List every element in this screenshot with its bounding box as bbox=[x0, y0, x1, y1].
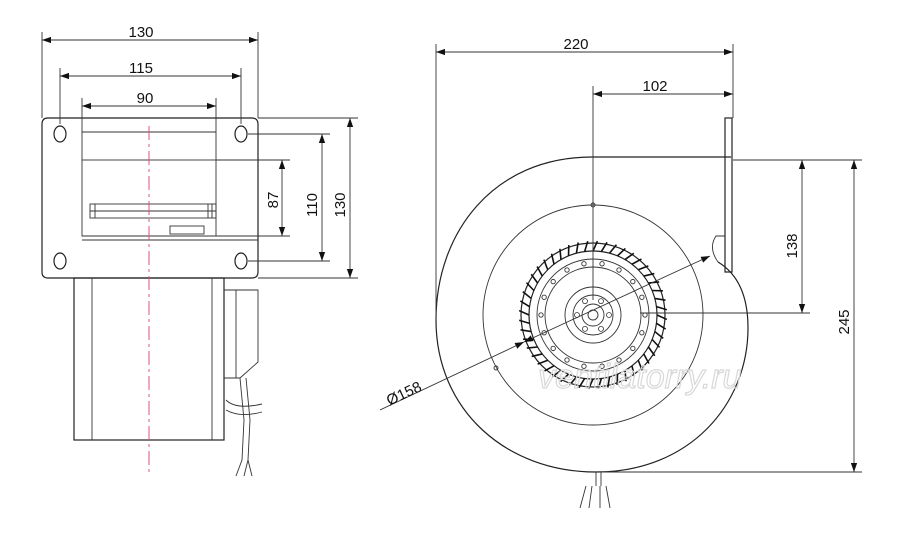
impeller-rivet bbox=[581, 261, 587, 267]
impeller-blade bbox=[520, 329, 532, 333]
impeller-blade bbox=[616, 247, 626, 257]
impeller-blade bbox=[537, 359, 549, 365]
impeller-blade bbox=[624, 252, 635, 261]
dim-side-outlet-87: 87 bbox=[216, 159, 290, 237]
dim-label-130-right: 130 bbox=[332, 192, 349, 217]
impeller-blade bbox=[647, 346, 656, 357]
dim-label-115: 115 bbox=[129, 60, 153, 77]
impeller-blade bbox=[608, 244, 618, 254]
mounting-hole-bl bbox=[53, 252, 67, 270]
mounting-flange bbox=[41, 117, 259, 279]
hub-hole bbox=[606, 312, 612, 318]
impeller-blade bbox=[607, 376, 611, 388]
impeller-rivet bbox=[599, 261, 605, 267]
impeller-blade bbox=[531, 353, 543, 358]
dim-side-holes-110: 110 bbox=[248, 133, 330, 262]
impeller-blade bbox=[526, 346, 538, 349]
impeller-rivet bbox=[630, 278, 636, 285]
impeller-blade bbox=[631, 365, 636, 377]
impeller-blade bbox=[551, 369, 562, 378]
impeller-rivet bbox=[564, 357, 570, 363]
impeller-blade bbox=[560, 373, 570, 383]
dim-label-130-top: 130 bbox=[128, 24, 153, 41]
impeller-blade bbox=[637, 359, 643, 371]
dim-label-245: 245 bbox=[836, 309, 853, 334]
impeller-blade bbox=[592, 240, 599, 252]
impeller-rivet bbox=[639, 294, 645, 300]
impeller-blade bbox=[631, 258, 642, 265]
impeller-blade bbox=[575, 242, 579, 254]
impeller-blade bbox=[624, 370, 627, 382]
impeller-blade bbox=[597, 378, 603, 390]
dim-label-87: 87 bbox=[265, 192, 282, 209]
impeller-blade bbox=[559, 248, 562, 260]
mounting-hole-tl bbox=[53, 125, 67, 143]
impeller-rivet bbox=[538, 312, 544, 318]
mounting-hole-br bbox=[234, 252, 248, 270]
side-view: 130 115 90 87 110 bbox=[41, 24, 358, 477]
impeller-blade bbox=[530, 273, 539, 284]
dim-side-outlet-90: 90 bbox=[81, 90, 217, 132]
outlet-flange bbox=[724, 117, 733, 273]
hub-hole bbox=[598, 325, 604, 332]
front-view: 220 102 138 245 Ø158 bbox=[379, 36, 862, 509]
dim-label-diameter-158: Ø158 bbox=[384, 378, 424, 409]
impeller-rivet bbox=[616, 357, 622, 363]
impeller-rivet bbox=[630, 345, 636, 352]
dim-side-width-130: 130 bbox=[41, 24, 259, 118]
impeller-rivet bbox=[599, 363, 605, 369]
impeller-blade bbox=[544, 365, 555, 372]
dim-label-90: 90 bbox=[137, 90, 154, 107]
impeller-blade bbox=[654, 297, 666, 301]
front-cable bbox=[579, 472, 611, 509]
fan-housing-side bbox=[73, 277, 263, 477]
impeller-rivet bbox=[616, 267, 622, 273]
mounting-hole-tr bbox=[234, 125, 248, 143]
dim-label-138: 138 bbox=[784, 233, 801, 258]
impeller-rivet bbox=[541, 294, 547, 300]
impeller-rivet bbox=[642, 312, 648, 318]
watermark: ventilatorry.ru bbox=[538, 358, 742, 396]
dim-label-102: 102 bbox=[642, 78, 667, 95]
dim-label-110: 110 bbox=[304, 193, 321, 217]
hub-hole bbox=[582, 325, 588, 332]
dim-side-holes-115: 115 bbox=[59, 60, 242, 124]
impeller-blade bbox=[536, 266, 543, 277]
hub-hole bbox=[582, 298, 588, 305]
impeller-blade bbox=[525, 282, 535, 292]
impeller-blade bbox=[600, 241, 608, 252]
dim-side-height-130: 130 bbox=[258, 117, 358, 279]
impeller-blade bbox=[568, 376, 578, 386]
impeller-rivet bbox=[550, 345, 556, 352]
dim-front-axis-102: 102 bbox=[592, 78, 733, 300]
impeller-rivet bbox=[550, 278, 556, 285]
impeller-blade bbox=[578, 378, 586, 389]
dim-label-220: 220 bbox=[563, 36, 588, 53]
dim-front-height-245: 245 bbox=[601, 159, 862, 473]
hub-hole bbox=[598, 298, 604, 305]
impeller-rivet bbox=[581, 363, 587, 369]
impeller-blade bbox=[587, 378, 594, 390]
impeller-blade bbox=[583, 240, 589, 252]
volute-housing bbox=[435, 156, 749, 473]
impeller-blade bbox=[643, 353, 650, 364]
impeller-blade bbox=[651, 338, 661, 348]
dim-front-width-220: 220 bbox=[435, 36, 734, 320]
impeller-rivet bbox=[639, 330, 645, 336]
impeller-rivet bbox=[564, 267, 570, 273]
